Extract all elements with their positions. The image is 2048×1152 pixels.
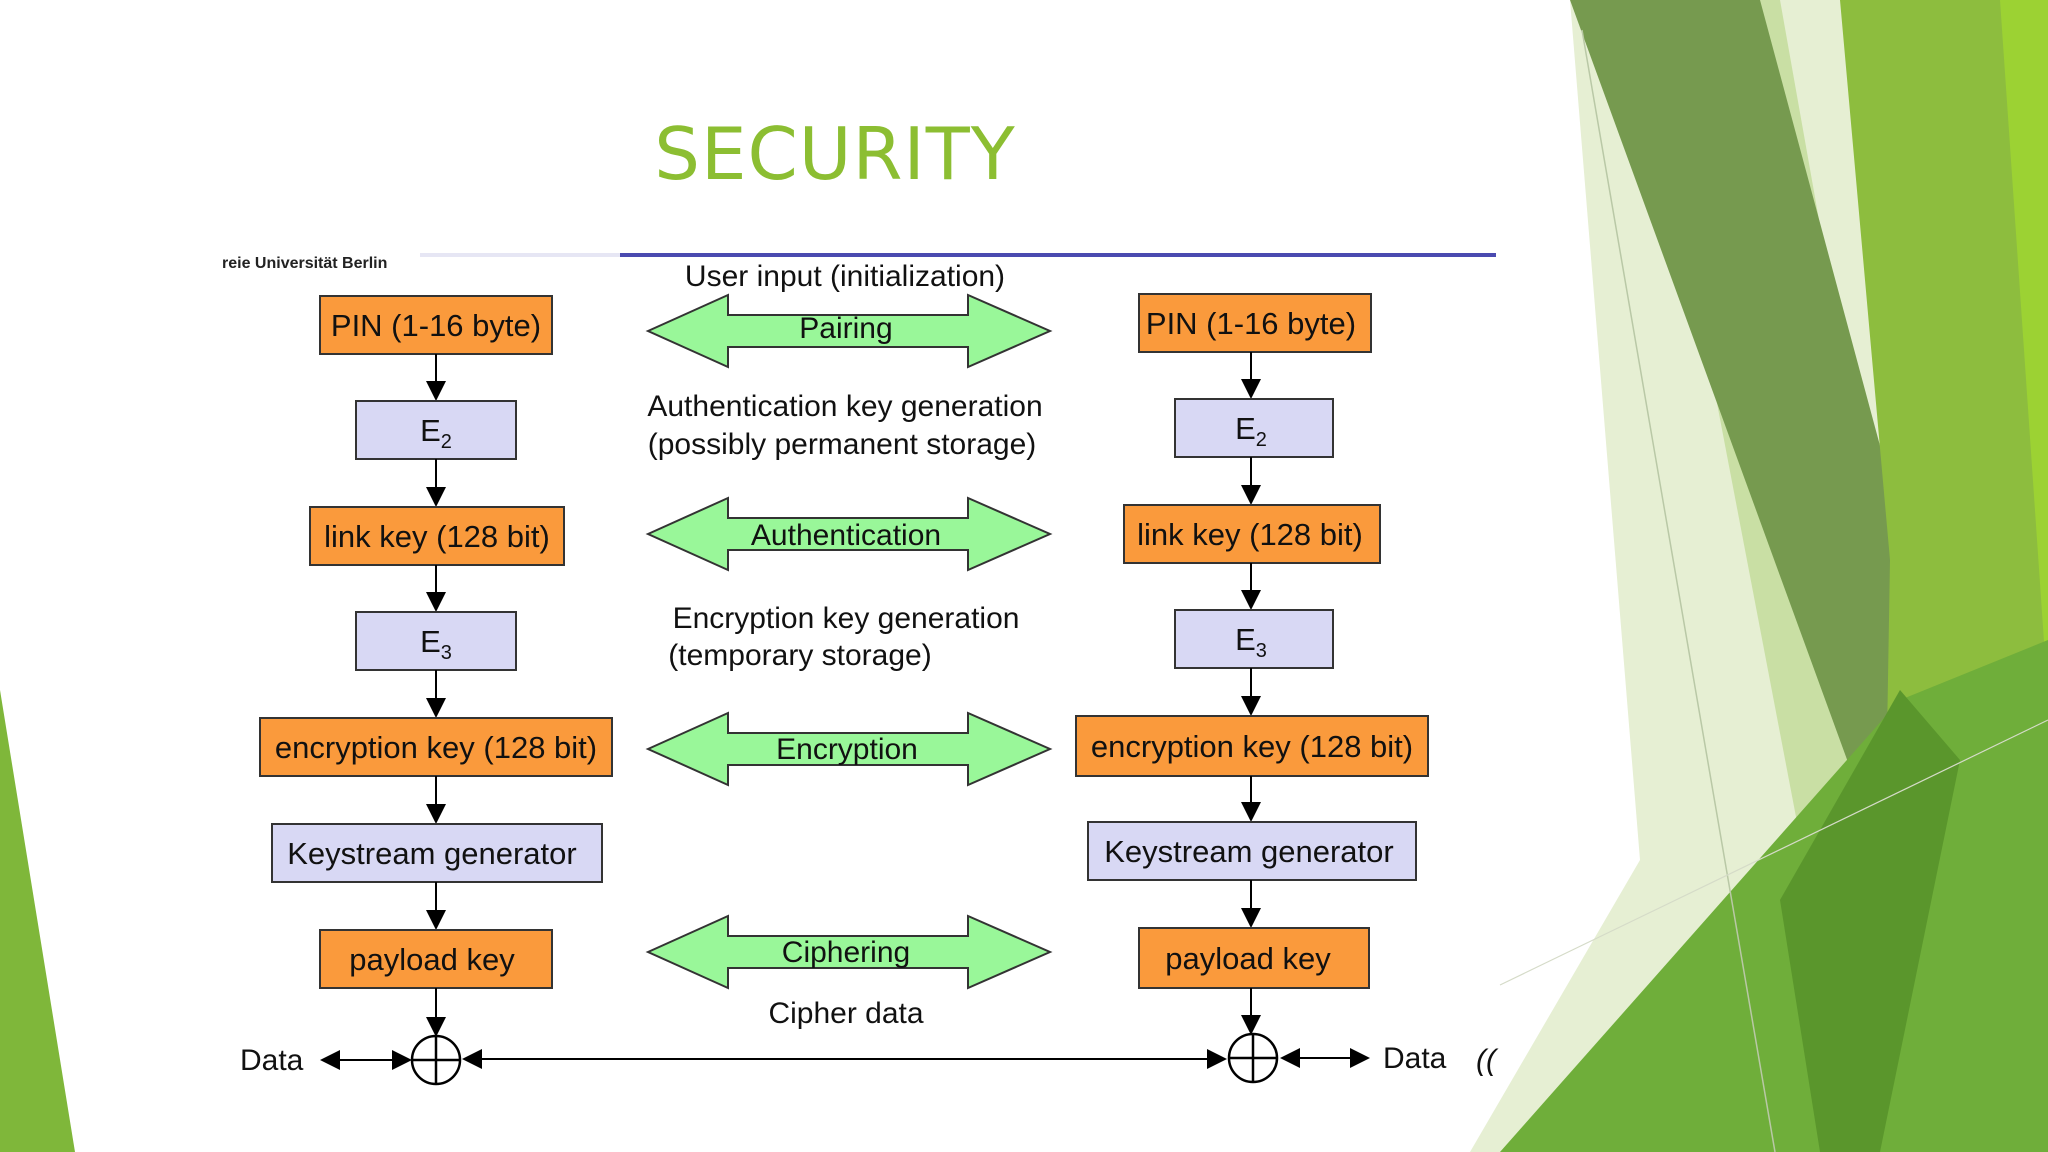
right-encryption-key-box xyxy=(1075,715,1429,777)
left-pin-box xyxy=(319,295,553,355)
right-payload-label: payload key xyxy=(1165,941,1331,976)
left-keystream-label: Keystream generator xyxy=(287,836,576,871)
right-encryption-key-label: encryption key (128 bit) xyxy=(1091,729,1413,764)
right-e2-box xyxy=(1174,398,1334,458)
deco-line-2 xyxy=(1499,719,2048,986)
right-pin-box xyxy=(1138,293,1372,353)
left-pin-label: PIN (1-16 byte) xyxy=(331,308,541,343)
left-e2-box xyxy=(355,400,517,460)
left-data-label: Data xyxy=(240,1044,304,1077)
right-link-key-label: link key (128 bit) xyxy=(1137,517,1363,552)
left-link-key-label: link key (128 bit) xyxy=(324,519,550,554)
user-input-label: User input (initialization) xyxy=(685,260,1005,293)
left-payload-label: payload key xyxy=(349,942,515,977)
right-green-panel-dark xyxy=(1570,0,1900,850)
ciphering-label: Ciphering xyxy=(782,936,910,969)
left-e2-label: E2 xyxy=(420,413,452,453)
pairing-arrow: Pairing xyxy=(645,293,1053,369)
encryption-label: Encryption xyxy=(776,733,918,766)
right-keystream-box xyxy=(1087,821,1417,881)
right-data-label: Data xyxy=(1383,1042,1447,1075)
right-pin-label: PIN (1-16 byte) xyxy=(1146,306,1356,341)
right-keystream-label: Keystream generator xyxy=(1104,834,1393,869)
left-green-wedge xyxy=(0,690,75,1152)
right-e2-label: E2 xyxy=(1235,411,1267,451)
encryption-arrow: Encryption xyxy=(645,711,1053,787)
enc-gen-label-2: (temporary storage) xyxy=(668,639,931,672)
cipher-data-label: Cipher data xyxy=(768,997,923,1030)
left-keystream-box xyxy=(271,823,603,883)
left-e3-label: E3 xyxy=(420,624,452,664)
deco-line-1 xyxy=(1581,29,1776,1152)
left-payload-box xyxy=(319,929,553,989)
authentication-label: Authentication xyxy=(751,519,941,552)
authentication-arrow: Authentication xyxy=(645,496,1053,572)
right-e3-box xyxy=(1174,609,1334,669)
left-encryption-key-box xyxy=(259,717,613,777)
bottom-dark-shard xyxy=(1780,690,1960,1152)
enc-gen-label-1: Encryption key generation xyxy=(673,602,1020,635)
pairing-label: Pairing xyxy=(799,312,892,345)
right-link-key-box xyxy=(1123,504,1381,564)
edge-glyph: (( xyxy=(1476,1044,1499,1077)
left-encryption-key-label: encryption key (128 bit) xyxy=(275,730,597,765)
left-column: PIN (1-16 byte) E2 link key (128 bit) E3… xyxy=(259,295,613,1086)
slide-title: SECURITY xyxy=(654,112,1016,196)
institution-label: reie Universität Berlin xyxy=(222,255,387,272)
right-xor-symbol xyxy=(1227,1032,1279,1084)
ciphering-arrow: Ciphering xyxy=(645,914,1053,990)
auth-gen-label-2: (possibly permanent storage) xyxy=(648,428,1037,461)
left-link-key-box xyxy=(309,506,565,566)
right-payload-box xyxy=(1138,927,1370,989)
left-xor-symbol xyxy=(410,1034,462,1086)
right-e3-label: E3 xyxy=(1235,622,1267,662)
right-column: PIN (1-16 byte) E2 link key (128 bit) E3… xyxy=(1075,293,1429,1084)
auth-gen-label-1: Authentication key generation xyxy=(647,390,1042,423)
right-green-panel-bright xyxy=(2000,0,2048,700)
